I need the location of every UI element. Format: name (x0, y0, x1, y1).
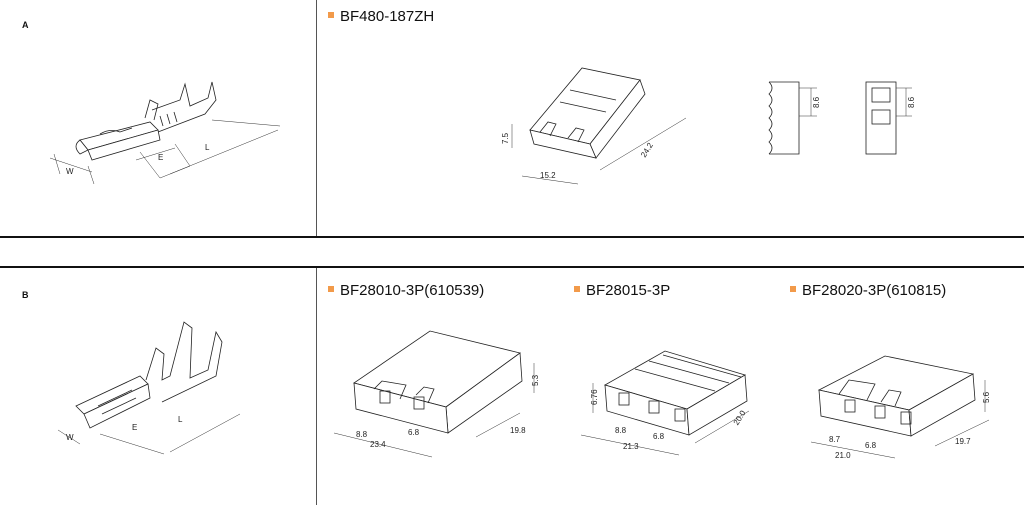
section-a-label: A (22, 20, 29, 30)
housing-b2-dim-p1: 8.8 (615, 426, 627, 435)
housing-b3-dim-depth: 19.7 (955, 437, 971, 446)
housing-b3-dim-p2: 6.8 (865, 441, 877, 450)
housing-b3-dim-p1: 8.7 (829, 435, 841, 444)
bullet-square-icon (328, 12, 334, 19)
housing-b2-dim-depth: 20.0 (732, 408, 748, 426)
divider-a-vertical (316, 0, 317, 236)
housing-b1-dim-p2: 6.8 (408, 428, 420, 437)
bullet-square-icon (574, 286, 580, 293)
housing-b1-drawing: 5.3 8.8 6.8 23.4 19.8 (333, 330, 540, 458)
housing-b1-dim-p1: 8.8 (356, 430, 368, 439)
divider-b-vertical (316, 268, 317, 505)
housing-b1-dim-total: 23.4 (370, 440, 386, 449)
model-name-b2: BF28015-3P (586, 282, 671, 299)
housing-a-side-view: 8.6 (768, 81, 821, 155)
model-title-b3: BF28020-3P(610815) (790, 282, 946, 299)
housing-a-dim-pitch2: 8.6 (907, 96, 916, 108)
housing-b3-drawing: 5.6 8.7 6.8 21.0 19.7 (810, 355, 991, 460)
model-name-b3: BF28020-3P(610815) (802, 282, 947, 299)
divider-a-bottom (0, 236, 1024, 238)
model-title-b2: BF28015-3P (574, 282, 670, 299)
bullet-square-icon (328, 286, 334, 293)
terminal-a-dim-e: E (158, 153, 163, 162)
housing-b2-dim-h: 6.76 (590, 389, 599, 405)
terminal-b-dim-e: E (132, 423, 137, 432)
housing-a-dim-pitch1: 8.6 (812, 96, 821, 108)
housing-b1-dim-depth: 19.8 (510, 426, 526, 435)
housing-b1-dim-h: 5.3 (531, 374, 540, 386)
housing-a-drawing: 7.5 15.2 24.2 (501, 67, 687, 185)
terminal-b-drawing: W E L (57, 321, 241, 455)
model-name-a: BF480-187ZH (340, 8, 435, 25)
bullet-square-icon (790, 286, 796, 293)
housing-a-front-view: 8.6 (865, 81, 916, 155)
housing-b3-dim-total: 21.0 (835, 451, 851, 460)
section-b-label: B (22, 290, 29, 300)
housing-a-dim-width: 15.2 (540, 171, 556, 180)
terminal-b-dim-w: W (66, 433, 74, 442)
terminal-a-drawing: W E L (49, 81, 281, 185)
housing-b2-dim-p2: 6.8 (653, 432, 665, 441)
model-name-b1: BF28010-3P(610539) (340, 282, 485, 299)
housing-a-dim-height: 7.5 (501, 132, 510, 144)
terminal-b-dim-l: L (178, 415, 183, 424)
housing-b2-dim-total: 21.3 (623, 442, 639, 451)
housing-b3-dim-h: 5.6 (982, 391, 991, 403)
terminal-a-dim-l: L (205, 143, 210, 152)
housing-b2-drawing: 6.76 8.8 6.8 21.3 20.0 (580, 350, 750, 456)
model-title-a: BF480-187ZH (328, 8, 434, 25)
model-title-b1: BF28010-3P(610539) (328, 282, 484, 299)
housing-a-dim-length: 24.2 (639, 141, 655, 159)
terminal-a-dim-w: W (66, 167, 74, 176)
divider-b-top (0, 266, 1024, 268)
